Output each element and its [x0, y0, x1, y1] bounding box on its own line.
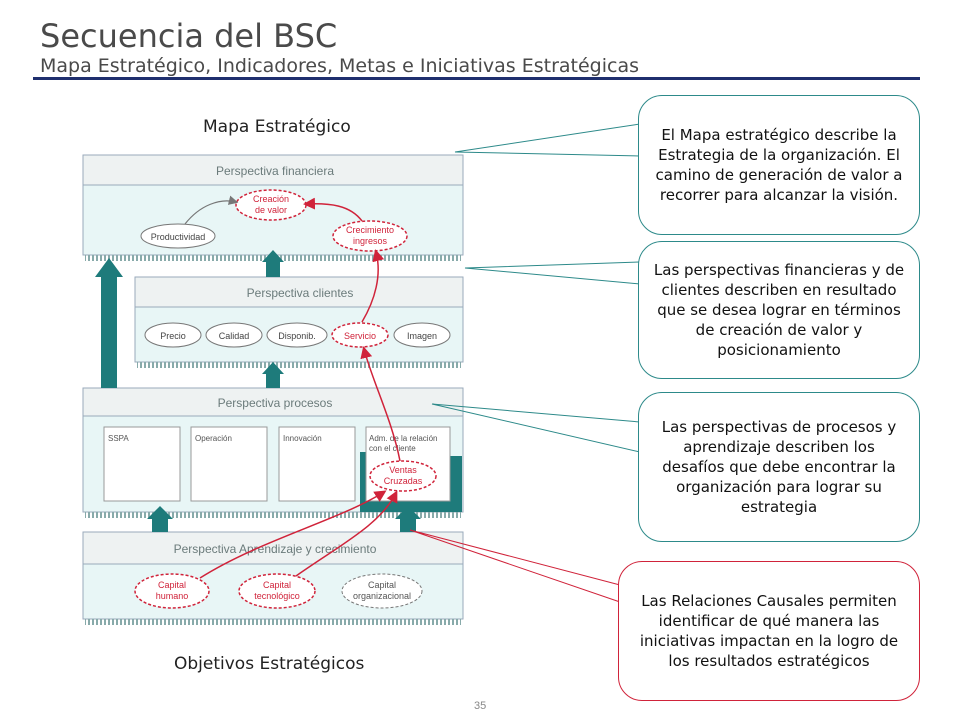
connector-causales [409, 529, 621, 603]
objective-label-imagen: Imagen [407, 331, 437, 341]
objective-capital-tecnologico [238, 573, 316, 609]
objective-label-creacion-1: Creación [253, 194, 289, 204]
arrow-capital-humano-ventas [199, 490, 387, 579]
up-arrow-aprendizaje-right [395, 506, 421, 532]
panel-texture [85, 619, 461, 625]
caption-objetivos-estrategicos: Objetivos Estratégicos [174, 654, 365, 674]
callout-perspectivas-financieras: Las perspectivas financieras y de client… [638, 241, 920, 379]
connector-procesos [431, 403, 641, 453]
aprendizaje-objectives: Capital humano Capital tecnológico Capit… [134, 573, 423, 609]
up-arrow-financiera [262, 250, 284, 277]
objective-label-disponib: Disponib. [278, 331, 316, 341]
objective-label-capital-org-2: organizacional [353, 591, 411, 601]
objective-servicio [331, 322, 389, 348]
objective-productividad [140, 223, 216, 249]
objective-label-productividad: Productividad [151, 232, 206, 242]
process-label-sspa: SSPA [108, 434, 129, 443]
up-arrow-aprendizaje-left [147, 506, 173, 532]
slide-subtitle: Mapa Estratégico, Indicadores, Metas e I… [40, 55, 640, 77]
objective-label-capital-org-1: Capital [368, 580, 396, 590]
process-label-adm-2: con el cliente [369, 444, 416, 453]
panel-texture [85, 512, 461, 518]
connector-mapa [454, 123, 641, 157]
perspective-label-financiera: Perspectiva financiera [216, 164, 334, 178]
process-box-sspa [103, 426, 181, 502]
page-number: 35 [474, 700, 487, 712]
arrow-crecimiento-creacion [303, 197, 363, 222]
objective-label-capital-humano-1: Capital [158, 580, 186, 590]
arrow-capital-tecnologico-ventas [295, 490, 398, 577]
objective-calidad [205, 322, 263, 348]
objective-ventas-cruzadas [369, 460, 437, 492]
process-label-adm-1: Adm. de la relación [369, 434, 437, 443]
objective-capital-organizacional [341, 573, 423, 609]
connector-financieras [464, 261, 641, 285]
procesos-boxes: SSPA Operación Innovación Adm. de la rel… [103, 426, 451, 502]
objective-capital-humano [134, 573, 210, 609]
up-arrow-left [95, 258, 123, 388]
callout-mapa-estrategico: El Mapa estratégico describe la Estrateg… [638, 95, 920, 235]
perspective-label-clientes: Perspectiva clientes [247, 286, 354, 300]
objective-label-capital-tec-2: tecnológico [254, 591, 300, 601]
panel-texture [137, 362, 461, 368]
objective-label-servicio: Servicio [344, 331, 376, 341]
callout-perspectivas-procesos: Las perspectivas de procesos y aprendiza… [638, 392, 920, 542]
objective-label-creacion-2: de valor [255, 205, 287, 215]
title-divider [33, 77, 920, 80]
process-box-innovacion [278, 426, 356, 502]
perspective-label-aprendizaje: Perspectiva Aprendizaje y crecimiento [174, 542, 377, 556]
up-arrow-clientes [262, 362, 284, 388]
process-label-innovacion: Innovación [283, 434, 322, 443]
objective-label-crecimiento-2: ingresos [353, 236, 388, 246]
objective-imagen [393, 322, 451, 348]
causal-relations [184, 195, 401, 579]
arrow-ventas-servicio [360, 346, 401, 462]
callout-relaciones-causales: Las Relaciones Causales permiten identif… [618, 561, 920, 701]
perspective-label-procesos: Perspectiva procesos [218, 396, 333, 410]
objective-disponib [266, 322, 328, 348]
process-box-operacion [190, 426, 268, 502]
caption-mapa-estrategico: Mapa Estratégico [203, 117, 351, 137]
objective-label-ventas-2: Cruzadas [384, 476, 423, 486]
callout-connectors [409, 123, 641, 603]
process-label-operacion: Operación [195, 434, 232, 443]
perspective-header-clientes [134, 276, 464, 308]
objective-crecimiento-ingresos [332, 220, 408, 252]
perspective-clientes: Perspectiva clientes [134, 276, 464, 368]
financiera-objectives: Productividad Creación de valor Crecimie… [140, 189, 408, 252]
objective-label-precio: Precio [160, 331, 186, 341]
arrow-servicio-crecimiento [361, 249, 385, 323]
perspective-header-aprendizaje [82, 531, 464, 565]
clientes-objectives: Precio Calidad Disponib. Servicio Imagen [144, 322, 451, 348]
slide-title: Secuencia del BSC [40, 17, 338, 55]
objective-label-crecimiento-1: Crecimiento [346, 225, 394, 235]
objective-label-ventas-1: Ventas [389, 465, 417, 475]
objective-label-capital-tec-1: Capital [263, 580, 291, 590]
arrow-productividad-creacion [184, 195, 239, 225]
objective-label-capital-humano-2: humano [156, 591, 189, 601]
objective-label-calidad: Calidad [219, 331, 250, 341]
objective-precio [144, 322, 202, 348]
